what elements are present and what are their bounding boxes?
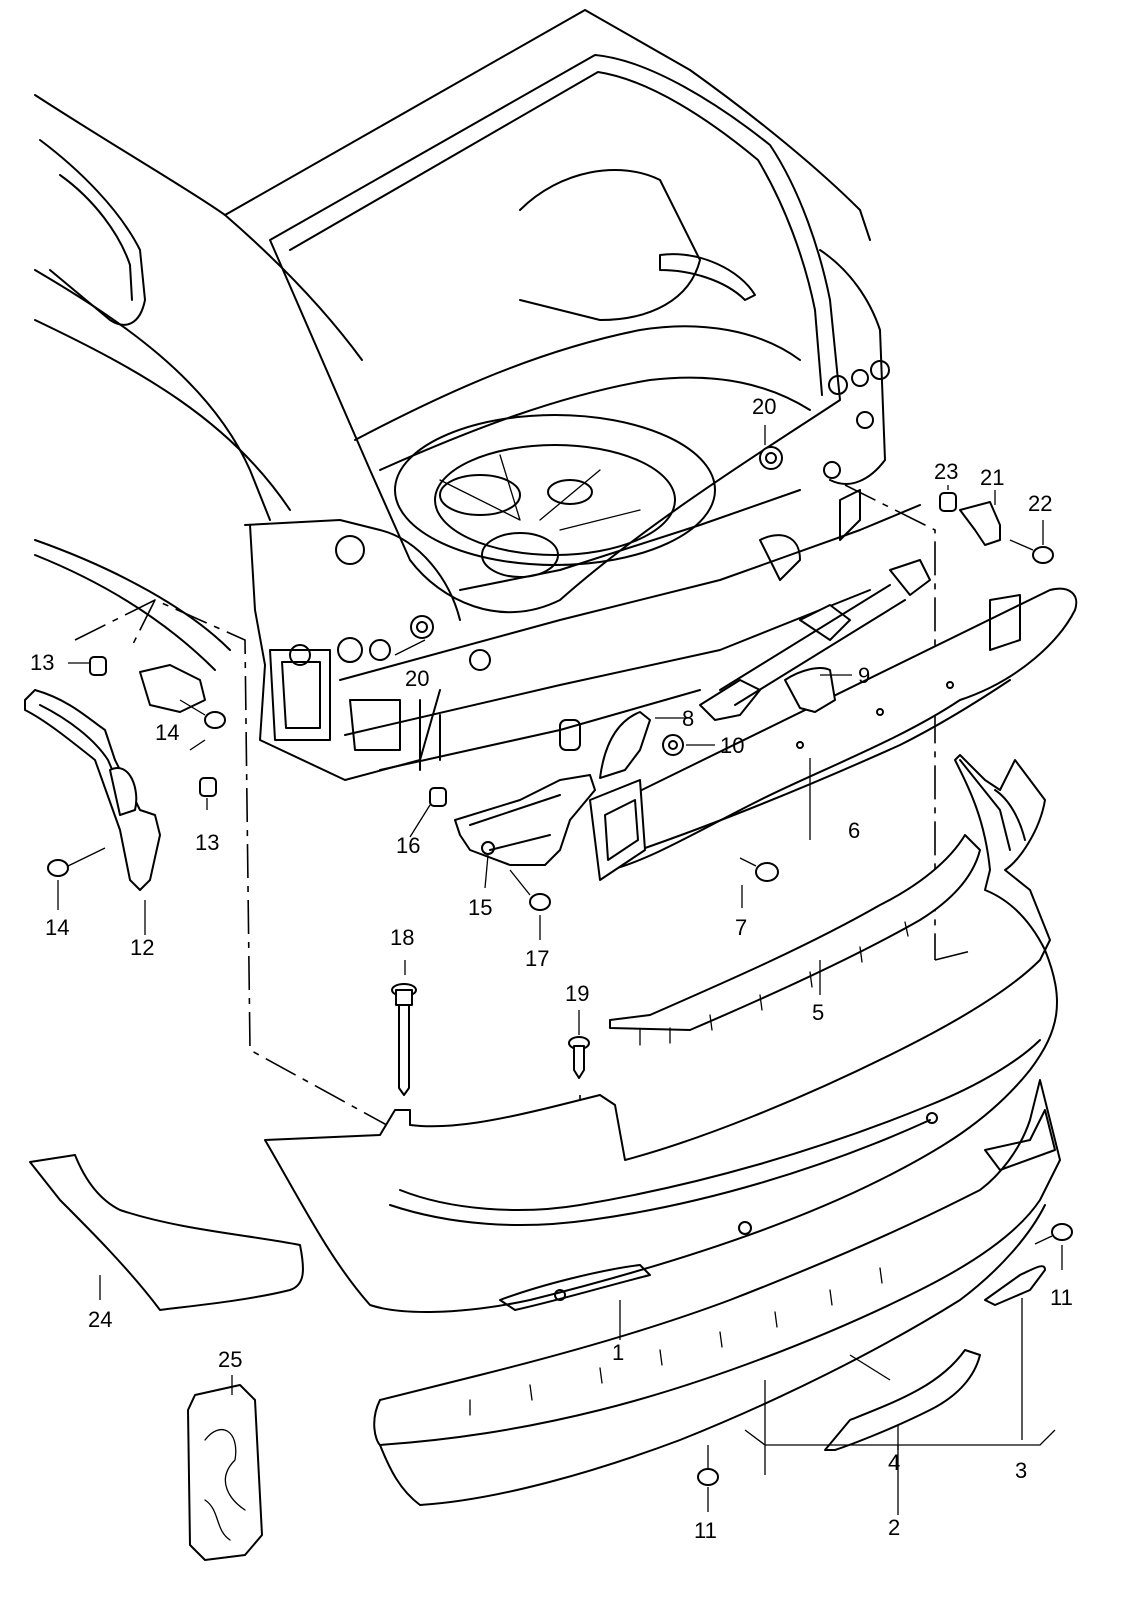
leader-lines bbox=[57, 425, 1063, 1515]
callout-13-upper: 13 bbox=[30, 650, 54, 675]
callout-17: 17 bbox=[525, 946, 549, 971]
seal-strip bbox=[609, 834, 981, 1046]
callout-22: 22 bbox=[1028, 491, 1052, 516]
callout-14-upper: 14 bbox=[155, 720, 179, 745]
trim-piece-3 bbox=[984, 1265, 1046, 1306]
callout-18: 18 bbox=[390, 925, 414, 950]
callout-12: 12 bbox=[130, 935, 154, 960]
callout-5: 5 bbox=[812, 1000, 824, 1025]
screw-17-icon bbox=[509, 869, 551, 911]
callout-2: 2 bbox=[888, 1515, 900, 1540]
fasteners bbox=[47, 446, 1073, 1486]
callout-20-upper: 20 bbox=[752, 394, 776, 419]
bolt-7-icon bbox=[739, 857, 779, 882]
clip-20-lower-icon bbox=[410, 615, 434, 639]
callout-8: 8 bbox=[682, 706, 694, 731]
callout-4: 4 bbox=[888, 1450, 900, 1475]
screw-11-bottom-icon bbox=[697, 1445, 719, 1486]
screw-14-upper-icon bbox=[179, 699, 226, 729]
callout-23: 23 bbox=[934, 459, 958, 484]
bumper-cover bbox=[264, 754, 1058, 1313]
carrier-brackets bbox=[699, 559, 931, 721]
bumper-carrier bbox=[589, 587, 1078, 881]
callout-25: 25 bbox=[218, 1347, 242, 1372]
callout-10: 10 bbox=[720, 733, 744, 758]
clip-20-upper-icon bbox=[759, 446, 783, 470]
callout-7: 7 bbox=[735, 915, 747, 940]
callout-labels: 1 2 3 4 5 6 7 8 9 10 11 11 12 13 13 14 1… bbox=[30, 394, 1073, 1543]
callout-15: 15 bbox=[468, 895, 492, 920]
panel-24 bbox=[29, 1154, 304, 1311]
bracket-8 bbox=[599, 711, 651, 779]
assembly-lines bbox=[74, 484, 976, 1151]
callout-1: 1 bbox=[612, 1340, 624, 1365]
screw-19-icon bbox=[568, 1036, 590, 1079]
bracket-9 bbox=[784, 667, 836, 713]
clip-16-icon bbox=[429, 787, 447, 807]
callout-14-lower: 14 bbox=[45, 915, 69, 940]
callout-3: 3 bbox=[1015, 1458, 1027, 1483]
callout-13-lower: 13 bbox=[195, 830, 219, 855]
guard-25 bbox=[187, 1384, 263, 1561]
center-guide-bracket bbox=[454, 774, 596, 866]
lower-diffuser bbox=[373, 1079, 1061, 1506]
callout-24: 24 bbox=[88, 1307, 112, 1332]
screw-22-icon bbox=[1009, 539, 1054, 564]
trim-strip-4 bbox=[824, 1349, 981, 1451]
callout-9: 9 bbox=[858, 663, 870, 688]
car-body-rear bbox=[34, 9, 921, 781]
clip-13-upper-icon bbox=[89, 656, 107, 676]
callout-6: 6 bbox=[848, 818, 860, 843]
left-guide-bracket bbox=[24, 664, 206, 891]
nut-10-icon bbox=[662, 734, 684, 756]
clip-13-lower-icon bbox=[199, 777, 217, 797]
callout-19: 19 bbox=[565, 981, 589, 1006]
bracket-21 bbox=[959, 501, 1001, 546]
callout-11-right: 11 bbox=[1050, 1285, 1073, 1310]
screw-11-right-icon bbox=[1034, 1223, 1073, 1245]
callout-11-bottom: 11 bbox=[694, 1518, 717, 1543]
clip-23-icon bbox=[939, 492, 957, 512]
callout-16: 16 bbox=[396, 833, 420, 858]
callout-20-lower: 20 bbox=[405, 666, 429, 691]
bolt-18-icon bbox=[391, 983, 417, 1096]
callout-21: 21 bbox=[980, 465, 1004, 490]
screw-14-left-icon bbox=[47, 847, 106, 877]
